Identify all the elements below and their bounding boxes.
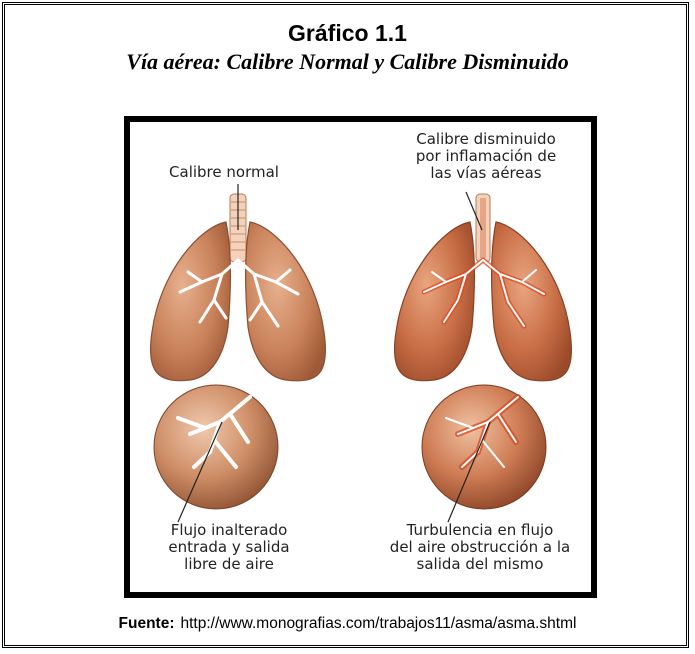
turbulent-airflow-detail <box>422 385 546 509</box>
figure-source: Fuente: http://www.monografias.com/trabaj… <box>0 615 695 633</box>
figure-title: Gráfico 1.1 <box>0 20 695 47</box>
source-url: http://www.monografias.com/trabajos11/as… <box>180 615 576 632</box>
normal-airflow-detail <box>154 385 278 509</box>
source-label: Fuente: <box>119 615 175 632</box>
label-reduced-calibre: Calibre disminuido por inflamación de la… <box>386 131 586 182</box>
figure-subtitle: Vía aérea: Calibre Normal y Calibre Dism… <box>0 49 695 75</box>
illustration-frame: Calibre normal Calibre disminuido por in… <box>124 116 597 598</box>
label-normal-calibre: Calibre normal <box>144 164 304 181</box>
inflamed-lungs <box>395 194 572 381</box>
label-normal-flow: Flujo inalterado entrada y salida libre … <box>134 522 324 573</box>
label-turbulent-flow: Turbulencia en flujo del aire obstrucció… <box>370 522 590 573</box>
